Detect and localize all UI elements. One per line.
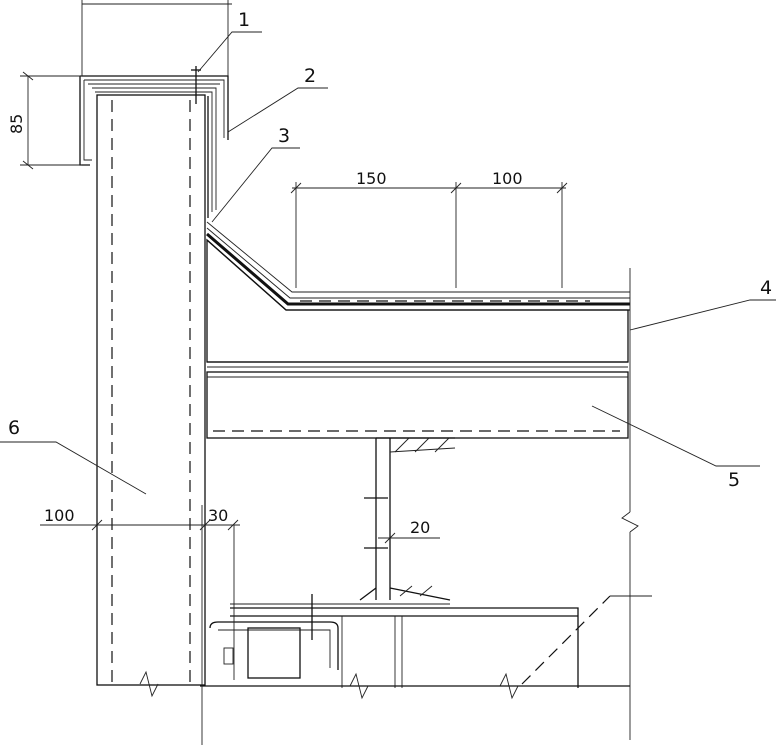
callout-4-label: 4 — [760, 277, 772, 299]
base-beam — [200, 594, 652, 700]
parapet-cap-flashing — [79, 66, 229, 218]
dim-wall-thickness: 100 — [44, 506, 75, 525]
callout-leaders — [0, 31, 776, 495]
dim-gap-width: 30 — [208, 506, 228, 525]
dimension-lines — [20, 0, 568, 745]
callout-3-label: 3 — [278, 125, 290, 147]
roof-insulation — [206, 238, 629, 368]
dim-flange-offset: 20 — [410, 518, 430, 537]
callout-2-label: 2 — [304, 65, 316, 87]
dim-parapet-height: 85 — [7, 114, 26, 134]
dim-edge-width: 100 — [492, 169, 523, 188]
dim-step-width: 150 — [356, 169, 387, 188]
roof-deck — [206, 371, 629, 439]
parapet-wall — [96, 94, 206, 698]
callout-5-label: 5 — [728, 469, 740, 491]
callout-1-label: 1 — [238, 9, 250, 31]
purlin-channel — [359, 437, 456, 601]
right-break-line — [621, 268, 639, 740]
callout-6-label: 6 — [8, 417, 20, 439]
